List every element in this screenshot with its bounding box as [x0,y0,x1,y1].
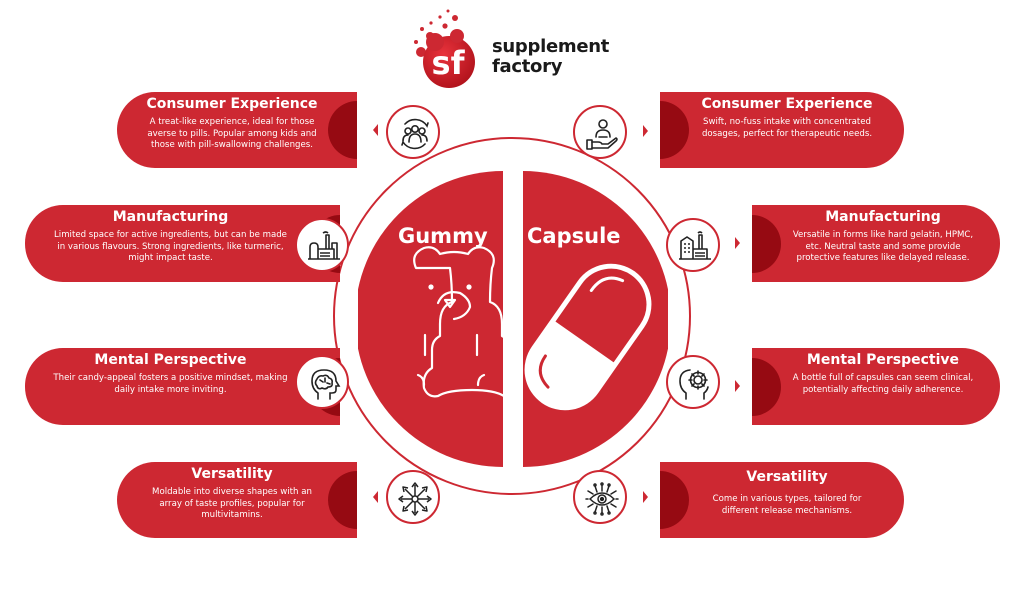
card-title: Mental Perspective [806,352,960,368]
card-text: Versatile in forms like hard gelatin, HP… [792,230,974,263]
card-text: Limited space for active ingredients, bu… [54,230,287,263]
gummy-card-manufacturing: Manufacturing Limited space for active i… [25,205,340,282]
svg-text:sf: sf [432,44,466,82]
card-notch [752,214,781,273]
card-notch [752,357,781,416]
circuit-eye-icon [573,470,627,524]
pointer-arrow [643,125,648,137]
card-title: Manufacturing [112,209,229,225]
gummy-label: Gummy [398,224,488,248]
card-text: Swift, no-fuss intake with concentrated … [701,117,873,139]
brand-name-line2: factory [492,56,563,77]
factory-icon [666,218,720,272]
capsule-label: Capsule [527,224,621,248]
card-text: Moldable into diverse shapes with an arr… [152,487,312,520]
people-cycle-icon [386,105,440,159]
card-text: A treat-like experience, ideal for those… [147,117,317,150]
factory-icon [295,218,349,272]
card-title: Manufacturing [825,209,941,225]
gear-head-icon [666,355,720,409]
brand-name: supplement factory [492,37,609,77]
card-title: Consumer Experience [701,96,873,112]
pointer-arrow [373,491,378,503]
radiating-arrows-icon [386,470,440,524]
gummy-card-consumer-experience: Consumer Experience A treat-like experie… [117,92,357,168]
gummy-half [358,171,503,467]
card-title: Consumer Experience [146,96,318,112]
gummy-card-mental-perspective: Mental Perspective Their candy-appeal fo… [25,348,340,425]
pointer-arrow [282,380,287,392]
center-disc [358,171,668,467]
pointer-arrow [643,491,648,503]
capsule-card-versatility: Versatility Come in various types, tailo… [660,462,904,538]
pointer-arrow [373,124,378,136]
card-notch [660,471,689,529]
pointer-arrow [735,237,740,249]
capsule-icon [524,263,652,411]
capsule-card-mental-perspective: Mental Perspective A bottle full of caps… [752,348,1000,425]
card-text: Their candy-appeal fosters a positive mi… [53,373,288,395]
capsule-card-consumer-experience: Consumer Experience Swift, no-fuss intak… [660,92,904,168]
card-notch [660,101,689,159]
card-notch [328,101,357,159]
card-text: Come in various types, tailored for diff… [712,494,862,516]
logo-mark-icon: sf [414,9,475,88]
brain-head-icon [295,355,349,409]
pointer-arrow [282,237,287,249]
brand-name-line1: supplement [492,36,610,57]
pointer-arrow [735,380,740,392]
card-title: Mental Perspective [94,352,247,368]
hand-person-icon [573,105,627,159]
gummy-bear-icon [413,246,520,398]
card-notch [328,471,357,529]
card-title: Versatility [746,469,828,485]
brand-logo: sf [405,6,495,90]
card-text: A bottle full of capsules can seem clini… [792,373,974,395]
card-title: Versatility [191,466,273,482]
capsule-card-manufacturing: Manufacturing Versatile in forms like ha… [752,205,1000,282]
gummy-card-versatility: Versatility Moldable into diverse shapes… [117,462,357,538]
